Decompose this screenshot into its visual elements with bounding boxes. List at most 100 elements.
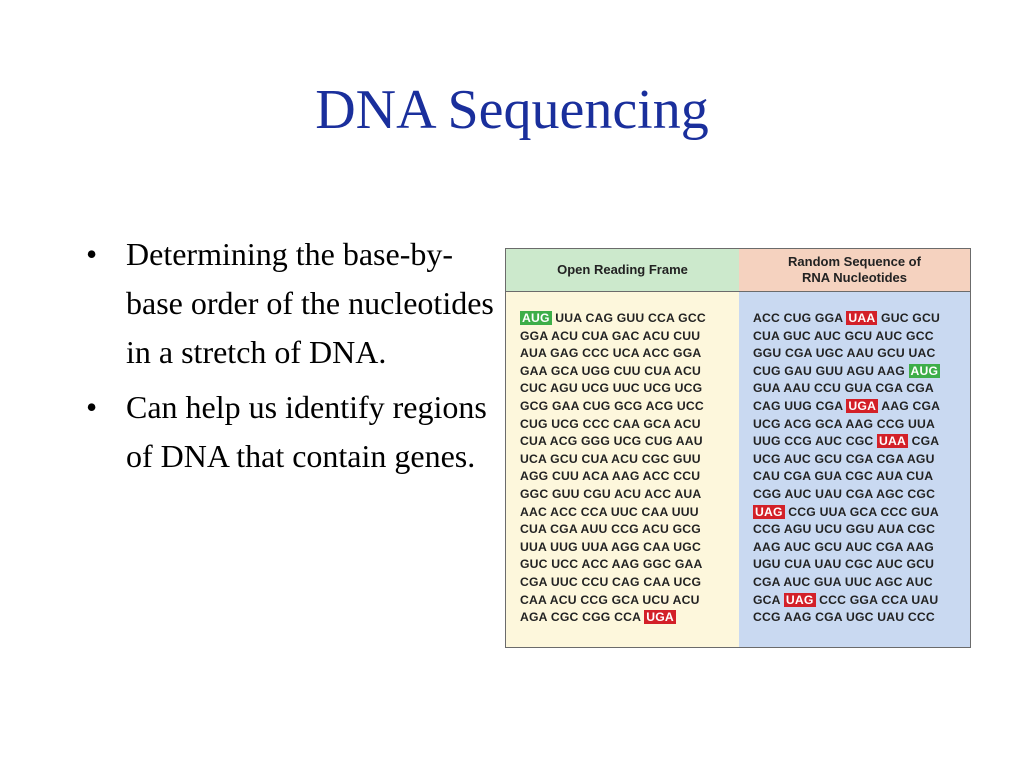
codon: CAA [643, 539, 670, 554]
codon: GGA [520, 328, 548, 343]
sequence-row: UUA UUG UUA AGG CAA UGC [520, 539, 739, 557]
codon: ACU [673, 416, 701, 431]
codon: ACC [644, 486, 672, 501]
codon: UCG [581, 381, 610, 396]
bullet-text: Determining the base-by-base order of th… [126, 236, 494, 370]
codon: UUG [550, 539, 578, 554]
codon: CCC [582, 416, 610, 431]
codon: UGC [845, 610, 874, 625]
codon: CAA [641, 504, 669, 519]
header-line: RNA Nucleotides [802, 270, 907, 285]
codon: CUC [520, 381, 548, 396]
codon: GAG [550, 346, 579, 361]
codon: UGC [815, 346, 844, 361]
sequence-row: ACC CUG GGA UAA GUC GCU [753, 310, 970, 328]
codon: UUA [520, 539, 547, 554]
codon: GCU [877, 346, 905, 361]
codon: CCA [614, 610, 641, 625]
stop-codon: UAG [783, 592, 816, 607]
codon: AAU [783, 381, 811, 396]
codon: CCC [907, 610, 935, 625]
codon: UCG [753, 451, 781, 466]
codon: GCA [753, 592, 781, 607]
sequence-row: AUA GAG CCC UCA ACC GGA [520, 345, 739, 363]
sequence-row: CUG UCG CCC CAA GCA ACU [520, 416, 739, 434]
codon: GUU [551, 486, 580, 501]
stop-codon: UAG [753, 504, 785, 519]
codon: GGA [673, 346, 702, 361]
codon: UCU [815, 522, 843, 537]
random-sequence-column: Random Sequence of RNA Nucleotides ACC C… [739, 249, 970, 647]
codon: ACU [549, 592, 577, 607]
codon: AGU [783, 522, 812, 537]
codon: GUU [673, 451, 701, 466]
codon: CAA [613, 416, 640, 431]
codon: AGU [906, 451, 935, 466]
sequence-row: UGU CUA UAU CGC AUC GCU [753, 556, 970, 574]
bullet-marker: • [86, 236, 98, 272]
codon: CAG [753, 398, 781, 413]
codon: AUA [876, 469, 903, 484]
codon: GCA [611, 592, 639, 607]
codon: AAG [845, 416, 874, 431]
codon: CGA [815, 398, 843, 413]
codon: ACU [642, 328, 670, 343]
codon: AUC [783, 451, 811, 466]
codon: UCC [551, 557, 579, 572]
stop-codon: UAA [846, 311, 878, 325]
sequence-row: CUG GAU GUU AGU AAG AUG [753, 363, 970, 381]
sequence-row: CGA AUC GUA UUC AGC AUC [753, 574, 970, 592]
codon: CUA [753, 328, 780, 343]
codon: AUC [905, 574, 933, 589]
codon: ACG [783, 416, 812, 431]
sequence-row: AAC ACC CCA UUC CAA UUU [520, 504, 739, 522]
codon: GGC [520, 486, 549, 501]
bullet-text: Can help us identify regions of DNA that… [126, 389, 487, 474]
codon: CGA [912, 398, 941, 413]
codon: UUU [671, 504, 699, 519]
codon: CCG [788, 504, 816, 519]
codon: GUA [753, 381, 781, 396]
codon: AUC [845, 539, 873, 554]
sequence-row: CUC AGU UCG UUC UCG UCG [520, 380, 739, 398]
codon: GCU [906, 557, 935, 572]
codon: AGC [876, 486, 904, 501]
sequence-row: CCG AAG CGA UGC UAU CCC [753, 609, 970, 627]
codon: CUA [581, 451, 608, 466]
codon: CGA [520, 574, 548, 589]
codon: GUU [815, 363, 844, 378]
codon: CUG [582, 398, 611, 413]
codon: GCG [614, 398, 643, 413]
codon: AAU [846, 346, 874, 361]
random-sequence-header: Random Sequence of RNA Nucleotides [739, 249, 970, 292]
codon: ACC [642, 346, 670, 361]
start-codon: AUG [520, 311, 552, 325]
sequence-row: UUG CCG AUC CGC UAA CGA [753, 433, 970, 451]
codon: CUG [783, 311, 812, 325]
sequence-row: UAG CCG UUA GCA CCC GUA [753, 504, 970, 522]
codon: UUG [753, 434, 781, 449]
codon: CGC [845, 557, 873, 572]
sequence-row: GUC UCC ACC AAG GGC GAA [520, 556, 739, 574]
codon: GGU [753, 346, 782, 361]
codon: CGA [783, 469, 811, 484]
codon: UUA [555, 311, 582, 325]
codon: UCC [676, 398, 704, 413]
codon: GGG [580, 434, 611, 449]
codon: CUA [644, 363, 671, 378]
codon: ACC [753, 311, 781, 325]
codon: AAG [611, 557, 640, 572]
codon: AUC [875, 557, 903, 572]
codon: GCC [678, 311, 706, 325]
sequence-row: CGG AUC UAU CGA AGC CGC [753, 486, 970, 504]
codon: CAA [520, 592, 547, 607]
sequence-row: CUA CGA AUU CCG ACU GCG [520, 521, 739, 539]
codon: CCG [784, 434, 812, 449]
header-line: Open Reading Frame [557, 262, 688, 277]
codon: CCG [876, 416, 905, 431]
codon: AUU [580, 522, 608, 537]
codon: CGA [875, 381, 903, 396]
codon: CAA [643, 574, 670, 589]
codon: CCA [580, 504, 608, 519]
